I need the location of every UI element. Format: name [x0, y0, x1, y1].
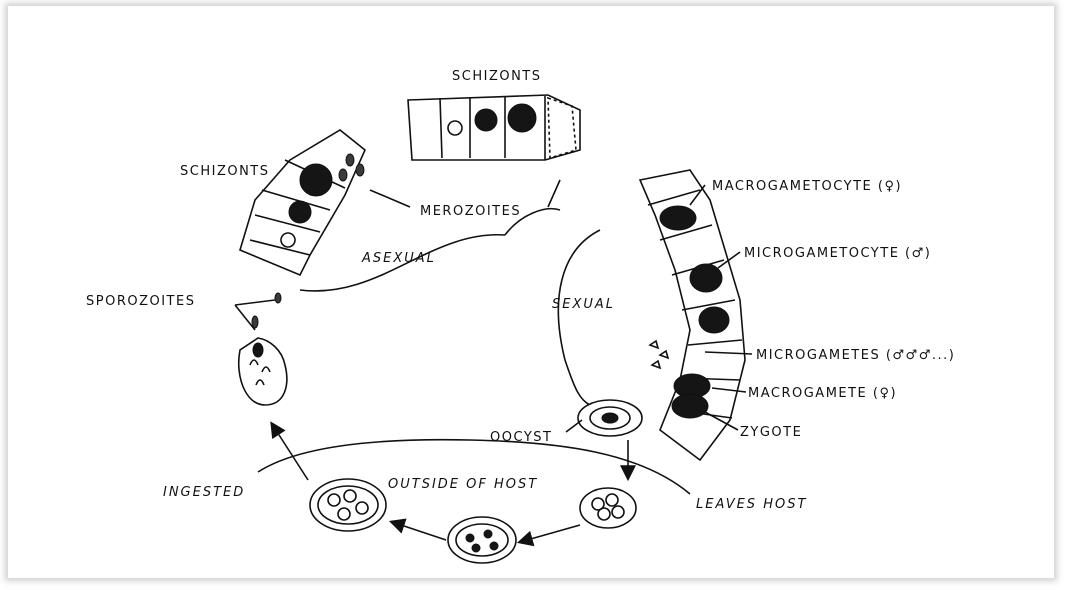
label-oocyst: OOCYST [490, 430, 552, 445]
label-merozoites: MEROZOITES [420, 204, 521, 219]
pointer-oocyst [566, 420, 582, 432]
schizont-dark [475, 109, 497, 131]
sexual-curve [558, 230, 600, 405]
label-zygote: ZYGOTE [740, 425, 802, 440]
label-sporozoites: SPOROZOITES [86, 294, 195, 309]
nucleus-left [281, 233, 295, 247]
outside-oocyst-1 [580, 488, 636, 528]
top-epithelium [408, 95, 580, 160]
label-leaves-host: LEAVES HOST [696, 497, 807, 512]
label-schizonts-top: SCHIZONTS [452, 69, 542, 84]
label-outside-of-host: OUTSIDE OF HOST [388, 477, 538, 492]
pointer-merozoites-2 [548, 180, 560, 207]
schizont-left-dark [289, 201, 311, 223]
oocyst [578, 400, 642, 436]
pointer-merozoites [370, 190, 410, 207]
label-microgametes: MICROGAMETES (♂♂♂...) [756, 348, 955, 363]
label-schizonts-left: SCHIZONTS [180, 164, 270, 179]
outside-oocyst-3 [310, 479, 386, 531]
macrogametocyte-cell [660, 206, 696, 230]
label-ingested: INGESTED [163, 485, 245, 500]
microgametocyte-cell [690, 264, 722, 292]
sporocyst [235, 293, 287, 405]
label-asexual: ASEXUAL [361, 251, 436, 266]
arrow-sporulation-2 [392, 522, 446, 540]
nucleus-small [448, 121, 462, 135]
label-sexual: SEXUAL [552, 297, 615, 312]
label-macrogamete: MACROGAMETE (♀) [748, 386, 897, 401]
outside-oocyst-2 [448, 517, 516, 563]
right-epithelium [640, 170, 745, 460]
schizont-left-large [300, 164, 332, 196]
left-epithelium [240, 130, 365, 275]
label-microgametocyte: MICROGAMETOCYTE (♂) [744, 246, 931, 261]
arrow-ingested [272, 424, 308, 480]
schizont-dark-large [508, 104, 536, 132]
label-macrogametocyte: MACROGAMETOCYTE (♀) [712, 179, 902, 194]
zygote-cell [672, 394, 708, 418]
arrow-sporulation-1 [520, 525, 580, 542]
